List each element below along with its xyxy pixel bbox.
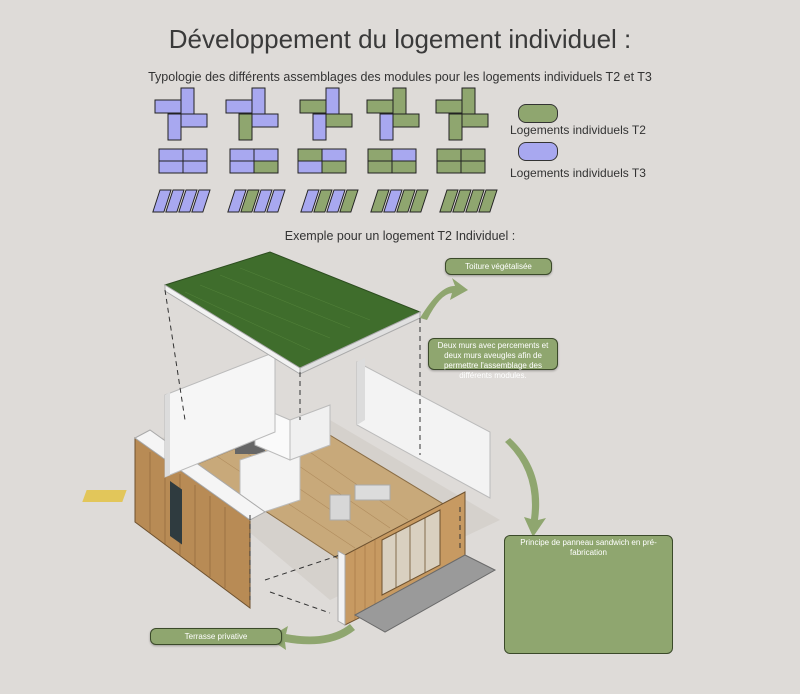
callout-panel: Principe de panneau sandwich en pré-fabr… bbox=[520, 538, 657, 557]
strip-4 bbox=[370, 189, 429, 213]
callout-terrace: Terrasse privative bbox=[150, 628, 282, 645]
strip-2 bbox=[227, 189, 286, 213]
strip-3 bbox=[300, 189, 359, 213]
terrace bbox=[353, 554, 497, 633]
pinwheel-3 bbox=[299, 87, 353, 141]
pinwheel-4 bbox=[366, 87, 420, 141]
pinwheel-2 bbox=[225, 87, 279, 141]
callout-walls: Deux murs avec percements et deux murs a… bbox=[428, 338, 558, 380]
square-2 bbox=[229, 148, 279, 174]
strip-5 bbox=[439, 189, 498, 213]
callout-roof: Toiture végétalisée bbox=[445, 258, 552, 275]
page-title: Développement du logement individuel : bbox=[168, 24, 632, 54]
legend-label-t3: Logements individuels T3 bbox=[510, 166, 646, 180]
square-3 bbox=[297, 148, 347, 174]
example-heading: Exemple pour un logement T2 Individuel : bbox=[284, 229, 516, 243]
panel-callout-box: Principe de panneau sandwich en pré-fabr… bbox=[504, 535, 673, 654]
typology-subtitle: Typologie des différents assemblages des… bbox=[148, 70, 652, 84]
square-4 bbox=[367, 148, 417, 174]
pinwheel-5 bbox=[435, 87, 489, 141]
legend-swatch-t3 bbox=[518, 142, 558, 161]
square-1 bbox=[158, 148, 208, 174]
square-5 bbox=[436, 148, 486, 174]
house-illustration bbox=[82, 251, 546, 650]
strip-1 bbox=[152, 189, 211, 213]
legend-swatch-t2 bbox=[518, 104, 558, 123]
legend-label-t2: Logements individuels T2 bbox=[510, 123, 646, 137]
pinwheel-1 bbox=[154, 87, 208, 141]
